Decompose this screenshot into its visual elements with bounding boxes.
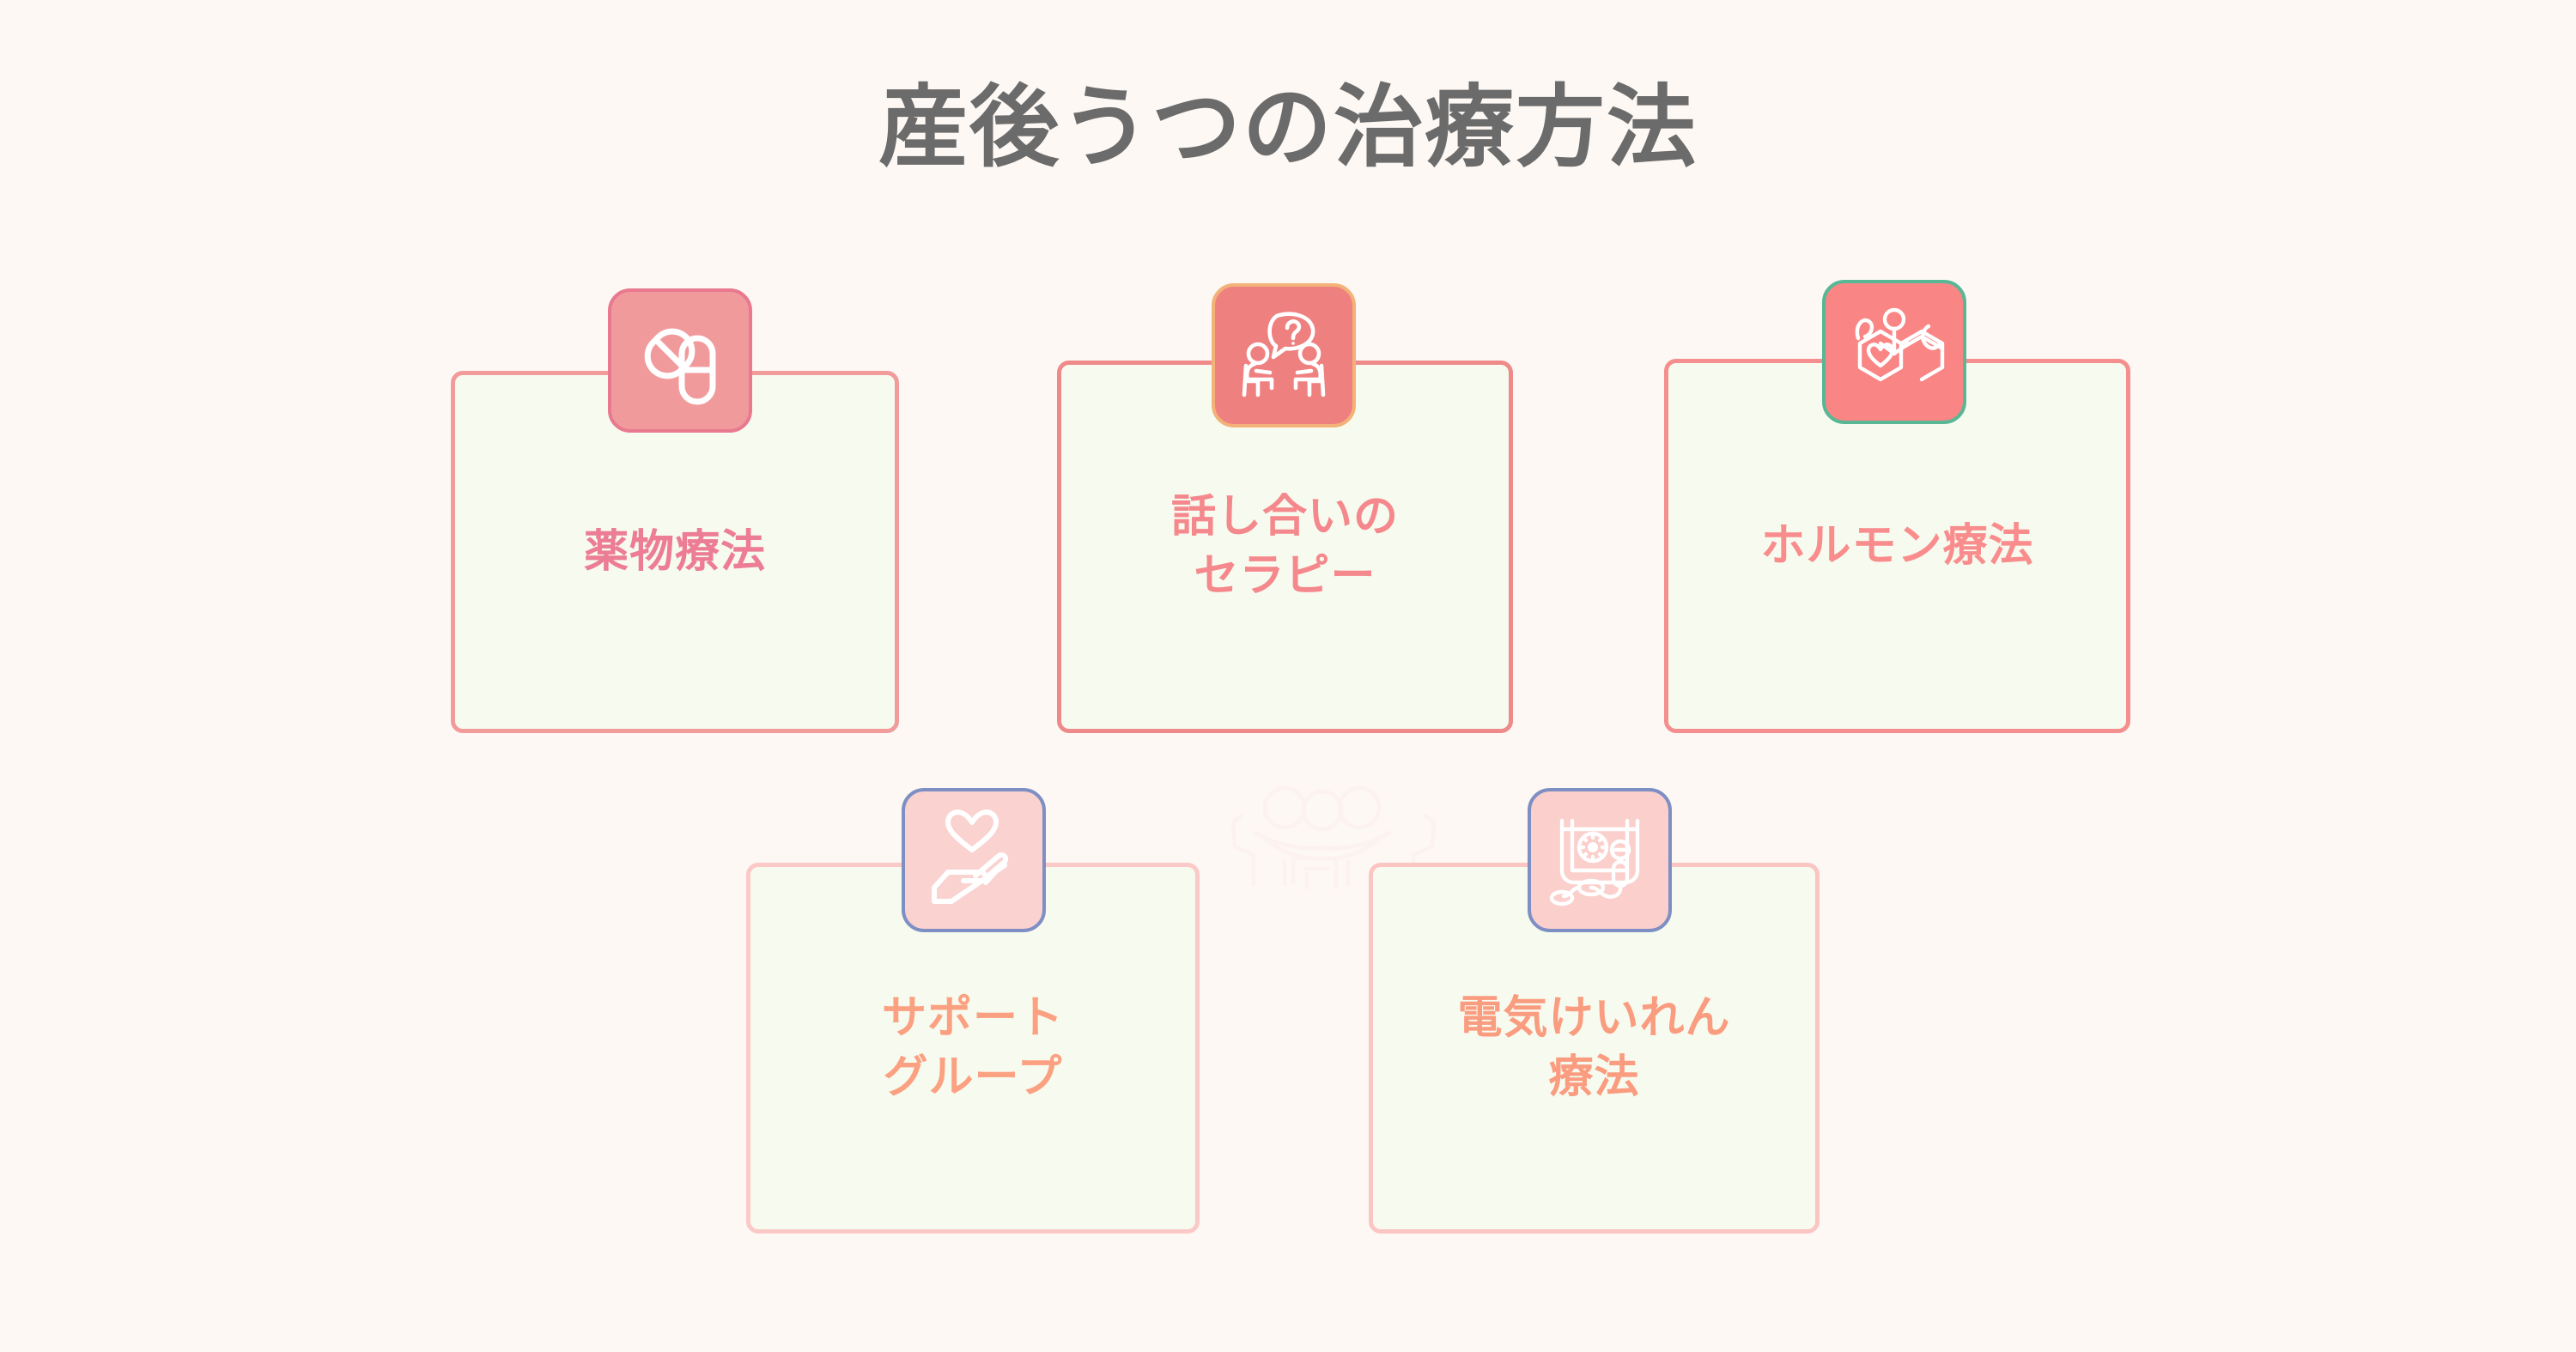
treatment-card-label: サポート グループ: [881, 993, 1064, 1102]
treatment-card-label: 話し合いの セラピー: [1170, 492, 1399, 601]
treatment-card-label: 薬物療法: [583, 526, 766, 577]
heart-in-hand-icon: [902, 788, 1046, 932]
two-people-talking-icon: [1212, 283, 1356, 427]
page-title: 産後うつの治療方法: [878, 78, 1698, 178]
pills-capsules-icon: [608, 288, 752, 433]
treatment-card-label: 電気けいれん 療法: [1457, 993, 1731, 1102]
hormone-molecule-heart-icon: [1822, 280, 1966, 424]
treatment-card-label: ホルモン療法: [1760, 520, 2034, 571]
treatment-card-hormone-therapy[interactable]: ホルモン療法: [1664, 359, 2130, 733]
ect-device-icon: [1528, 788, 1672, 932]
